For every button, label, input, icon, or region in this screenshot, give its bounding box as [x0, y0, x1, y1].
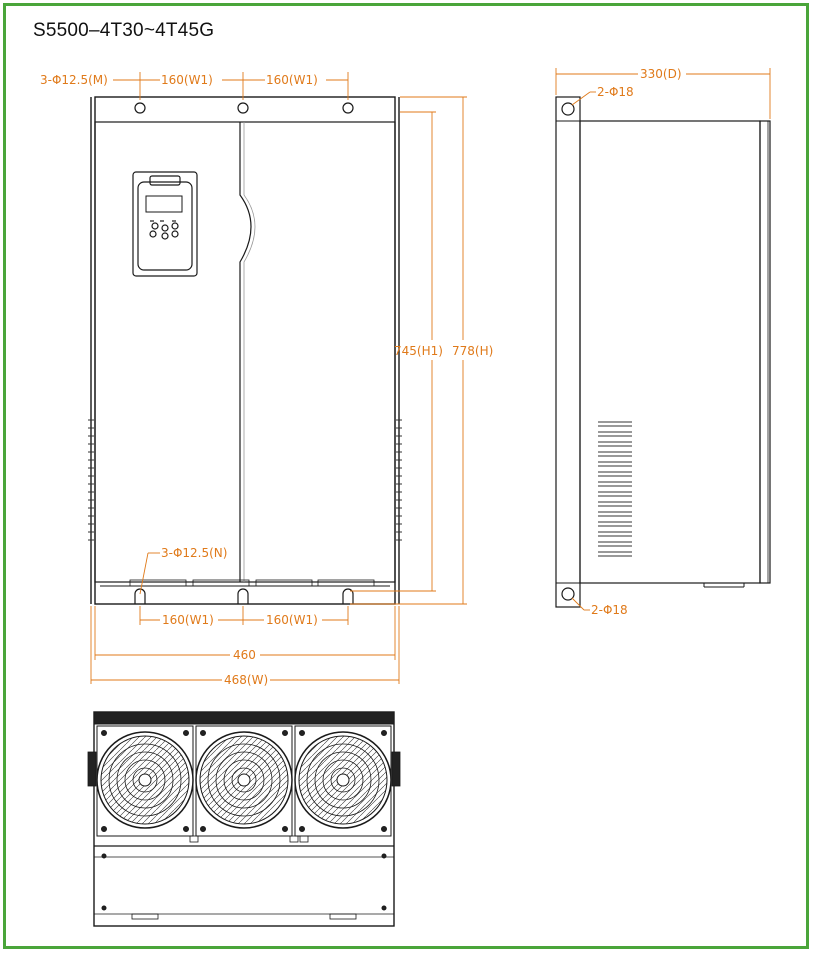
bottom-view: [87, 711, 401, 927]
model-title: S5500–4T30~4T45G: [33, 20, 215, 41]
fan-1: [96, 725, 194, 837]
side-top-hole-label: 2-Φ18: [597, 85, 634, 99]
side-cover: [759, 120, 771, 584]
h-label: 778(H): [452, 344, 493, 358]
front-dimension-labels: 3-Φ12.5(M) 160(W1) 160(W1) 745(H1) 778(H…: [40, 73, 493, 687]
fan-2: [195, 725, 293, 837]
top-hole-3: [342, 102, 354, 114]
front-left-vent: [88, 419, 94, 541]
top-hole-label: 3-Φ12.5(M): [40, 73, 108, 87]
side-view: [555, 96, 771, 608]
front-mounting-plate: [94, 96, 396, 605]
front-right-vent: [396, 419, 402, 541]
side-bottom-hole: [561, 587, 575, 601]
w1-top-left-label: 160(W1): [161, 73, 213, 87]
bottom-hole-3: [342, 588, 354, 604]
bottom-hole-2: [237, 588, 249, 604]
side-bottom-hole-label: 2-Φ18: [591, 603, 628, 617]
fan-3: [294, 725, 392, 837]
w1-top-right-label: 160(W1): [266, 73, 318, 87]
width-inner-label: 460: [233, 648, 256, 662]
width-outer-label: 468(W): [224, 673, 268, 687]
top-hole-1: [134, 102, 146, 114]
side-body: [579, 120, 761, 584]
side-vent: [598, 421, 632, 557]
keypad: [132, 171, 198, 277]
w1-bottom-right-label: 160(W1): [266, 613, 318, 627]
top-hole-2: [237, 102, 249, 114]
bottom-hole-1: [134, 588, 146, 604]
front-view: [88, 96, 402, 605]
side-dimension-labels: 330(D) 2-Φ18 2-Φ18: [591, 67, 682, 617]
side-mount-bracket: [555, 96, 581, 608]
h1-label: 745(H1): [394, 344, 443, 358]
w1-bottom-left-label: 160(W1): [162, 613, 214, 627]
depth-label: 330(D): [640, 67, 682, 81]
bottom-hole-label: 3-Φ12.5(N): [161, 546, 227, 560]
front-door-seam: [239, 122, 252, 582]
side-top-hole: [561, 102, 575, 116]
drawing-frame: [3, 3, 809, 949]
front-dimensions: [90, 72, 467, 684]
front-body: [94, 121, 396, 583]
side-dimensions: [555, 68, 771, 611]
